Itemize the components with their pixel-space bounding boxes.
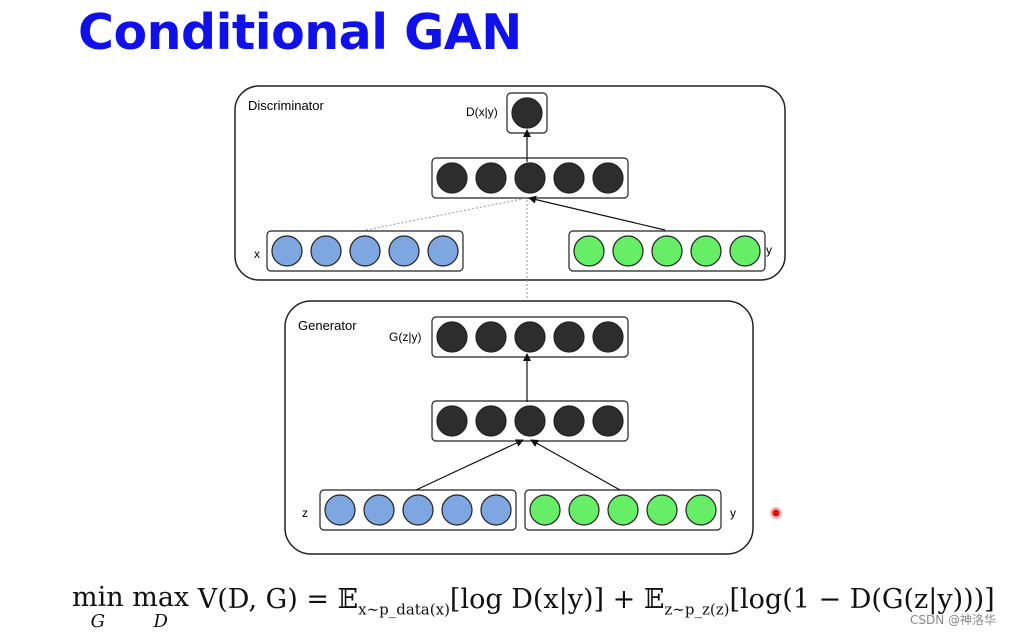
g-z-to-hidden-arrow <box>415 439 524 491</box>
g-hidden-unit <box>553 405 585 437</box>
g-output-unit <box>553 321 585 353</box>
g-z-input-unit <box>363 494 395 526</box>
g-z-input-unit <box>480 494 512 526</box>
d-x-to-hidden-line <box>365 197 528 231</box>
d-y-input-unit <box>729 235 761 267</box>
d-x-input-unit <box>310 235 342 267</box>
d-y-input-unit <box>690 235 722 267</box>
generator-hidden-layer <box>431 400 629 442</box>
g-output-unit <box>514 321 546 353</box>
g-y-to-hidden-arrow <box>530 439 621 491</box>
generator-label: Generator <box>298 318 357 333</box>
g-y-input-unit <box>568 494 600 526</box>
g-z-input-unit <box>441 494 473 526</box>
g-output-unit <box>436 321 468 353</box>
g-y-input-unit <box>529 494 561 526</box>
formula-min: min G <box>72 582 124 632</box>
formula-part-b: [log D(x|y)] + 𝔼 <box>449 584 665 615</box>
discriminator-label: Discriminator <box>248 98 325 113</box>
g-hidden-unit <box>514 405 546 437</box>
g-hidden-unit <box>436 405 468 437</box>
d-hidden-unit <box>475 162 507 194</box>
discriminator-x-label: x <box>254 247 260 261</box>
d-x-input-unit <box>271 235 303 267</box>
discriminator-x-input-layer <box>266 230 464 272</box>
discriminator-output-label: D(x|y) <box>466 105 498 119</box>
discriminator-y-input-layer <box>568 230 766 272</box>
d-y-input-unit <box>573 235 605 267</box>
d-output-unit <box>511 97 543 129</box>
formula-sub-a: x∼p_data(x) <box>358 600 450 619</box>
d-hidden-unit <box>436 162 468 194</box>
g-output-unit <box>592 321 624 353</box>
generator-y-input-layer <box>524 489 722 531</box>
generator-output-layer <box>431 316 629 358</box>
d-y-to-hidden-arrow <box>528 195 666 231</box>
formula-part-c: [log(1 − D(G(z|y)))] <box>729 584 995 615</box>
pointer-dot <box>772 509 780 517</box>
formula-part-a: V(D, G) = 𝔼 <box>189 584 359 615</box>
generator-output-label: G(z|y) <box>389 330 421 344</box>
d-x-input-unit <box>349 235 381 267</box>
g-hidden-unit <box>475 405 507 437</box>
page-title: Conditional GAN <box>78 4 522 61</box>
d-hidden-unit <box>553 162 585 194</box>
g-z-input-unit <box>402 494 434 526</box>
d-y-input-unit <box>612 235 644 267</box>
discriminator-y-label: y <box>766 243 772 257</box>
g-y-input-unit <box>646 494 678 526</box>
generator-z-label: z <box>302 506 308 520</box>
objective-formula: min G max D V(D, G) = 𝔼x∼p_data(x)[log D… <box>72 584 995 631</box>
d-hidden-unit <box>592 162 624 194</box>
d-x-input-unit <box>427 235 459 267</box>
g-z-input-unit <box>324 494 356 526</box>
generator-z-input-layer <box>319 489 517 531</box>
g-hidden-unit <box>592 405 624 437</box>
d-hidden-unit <box>514 162 546 194</box>
g-output-unit <box>475 321 507 353</box>
discriminator-hidden-layer <box>431 157 629 199</box>
watermark: CSDN @神洛华 <box>909 613 996 627</box>
d-x-input-unit <box>388 235 420 267</box>
discriminator-output-layer <box>506 92 548 134</box>
formula-sub-b: z∼p_z(z) <box>664 600 730 619</box>
g-y-input-unit <box>685 494 717 526</box>
generator-y-label: y <box>730 506 736 520</box>
g-y-input-unit <box>607 494 639 526</box>
d-y-input-unit <box>651 235 683 267</box>
formula-max: max D <box>132 582 190 632</box>
